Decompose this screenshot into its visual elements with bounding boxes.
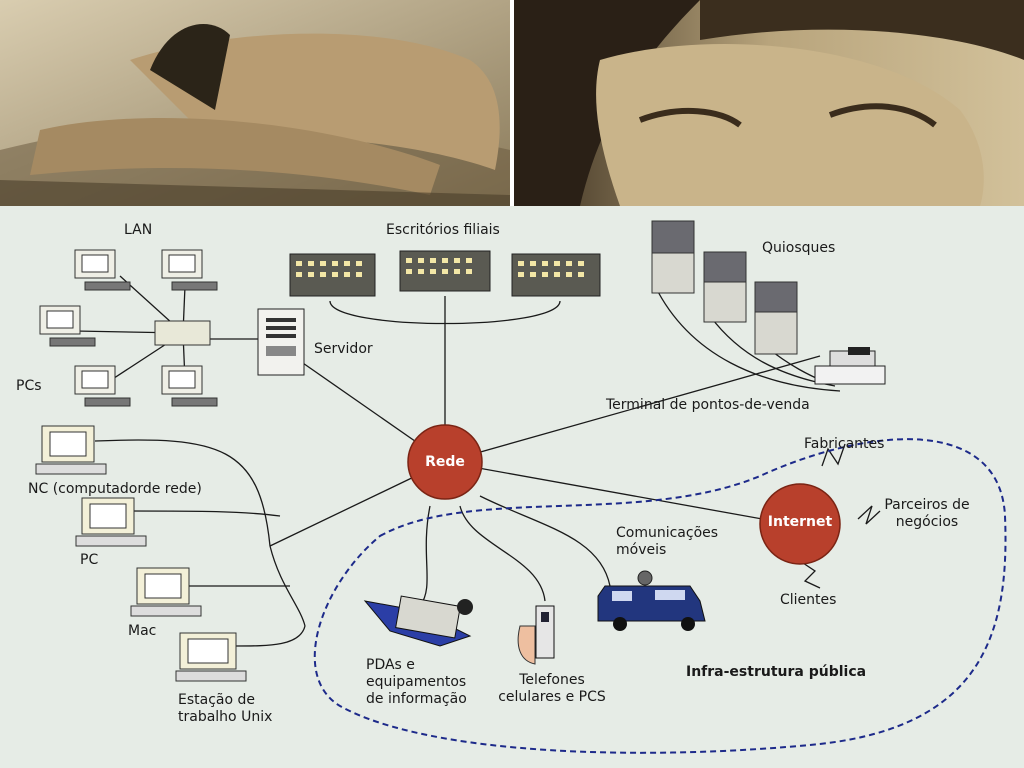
nc-label: NC (computadorde rede)	[28, 481, 202, 497]
rede-hub	[407, 424, 483, 500]
pos-terminal	[814, 347, 886, 385]
mac-label: Mac	[128, 623, 157, 639]
workstation	[35, 425, 247, 682]
pda-device	[363, 595, 473, 647]
phones-label: Telefones celulares e PCS	[498, 672, 606, 705]
link-internet	[444, 461, 791, 525]
internet-hub-label: Internet	[767, 514, 833, 530]
link-pda	[419, 505, 431, 607]
branch-bus	[329, 300, 561, 325]
kiosk	[651, 220, 798, 355]
rede-hub-label: Rede	[425, 454, 465, 470]
manufacturers-label: Fabricantes	[804, 436, 885, 452]
link-mobile	[479, 495, 611, 587]
pdas-label: PDAs e equipamentos de informação	[366, 657, 467, 707]
clients-label: Clientes	[780, 592, 837, 608]
link-phones	[459, 505, 546, 602]
link-pos	[444, 355, 821, 463]
server-label: Servidor	[314, 341, 373, 357]
network-diagram: Rede Internet LAN Escritórios filiais Qu…	[0, 206, 1024, 768]
pcs-label: PCs	[16, 378, 42, 394]
lan-pc	[39, 249, 218, 407]
photo-band	[0, 0, 1024, 206]
mobile-van	[597, 570, 706, 631]
public-infra-label: Infra-estrutura pública	[686, 664, 867, 680]
pos-terminal-label: Terminal de pontos-de-venda	[606, 397, 810, 413]
mobile-phone	[517, 605, 555, 665]
kiosk-cable-1	[654, 285, 841, 392]
unix-station-label: Estação de trabalho Unix	[178, 692, 273, 725]
public-infrastructure-boundary	[313, 438, 1007, 754]
hands-typing-photo	[0, 0, 510, 206]
woman-face-photo	[514, 0, 1024, 206]
kiosks-label: Quiosques	[762, 240, 836, 256]
server-tower	[257, 308, 305, 376]
branch-offices-label: Escritórios filiais	[386, 222, 500, 238]
lan-label: LAN	[124, 222, 153, 238]
internet-hub	[759, 483, 841, 565]
business-partners-label: Parceiros de negócios	[884, 497, 970, 530]
lan-hub-device	[154, 320, 211, 346]
mobile-comms-label: Comunicações móveis	[616, 525, 719, 558]
pc-label: PC	[80, 552, 99, 568]
